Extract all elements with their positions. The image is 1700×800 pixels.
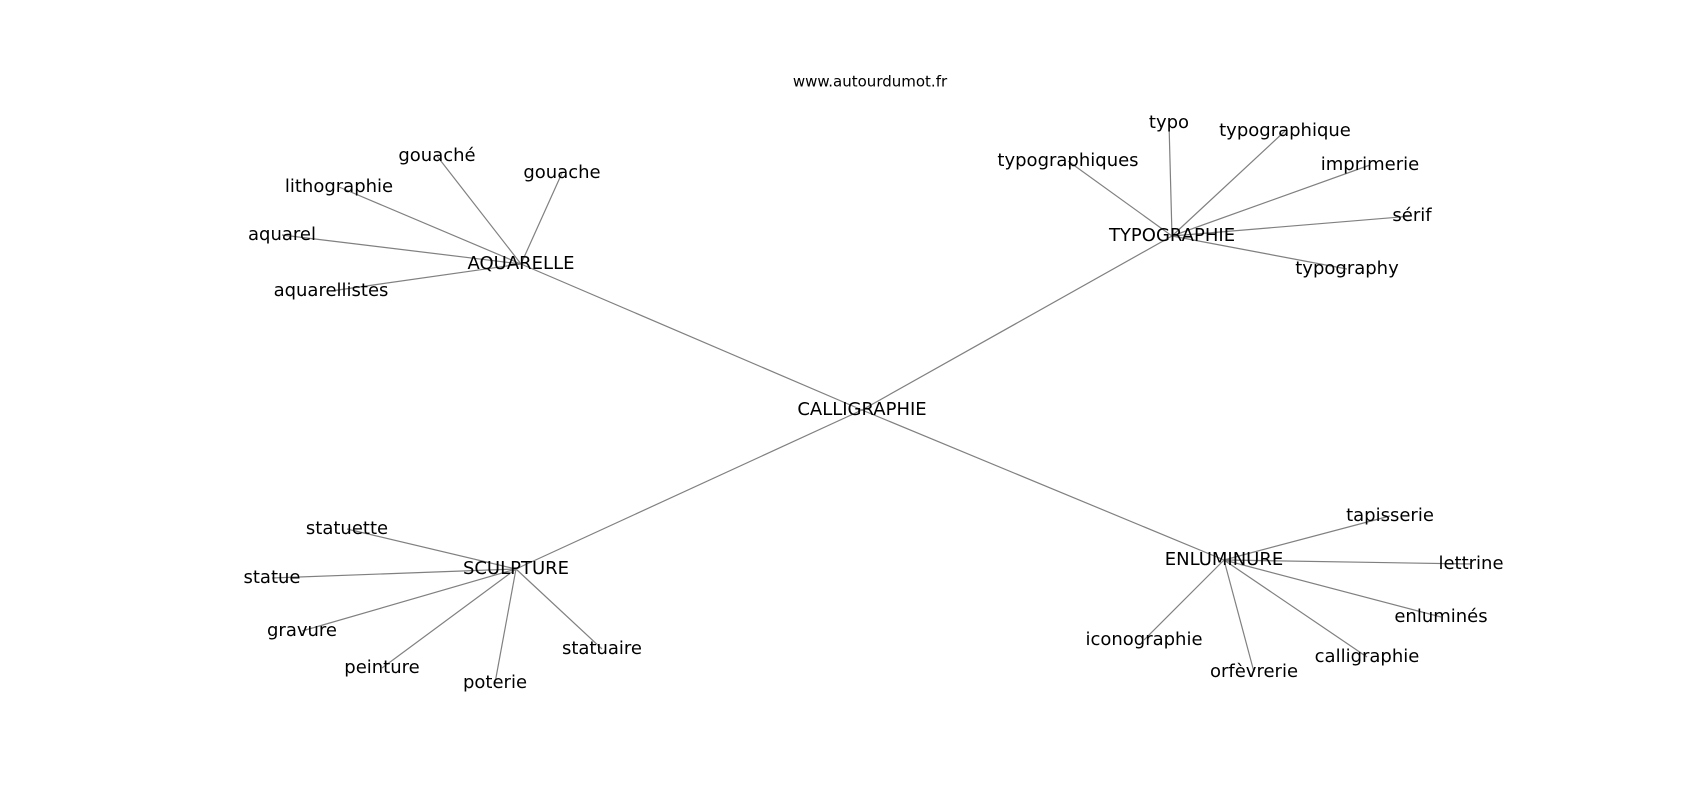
word-aquarellistes: aquarellistes: [274, 280, 389, 301]
word-typography: typography: [1295, 258, 1399, 279]
edge-enluminure-1: [1223, 559, 1472, 565]
edge-enluminure-5: [1143, 559, 1225, 641]
word-gravure: gravure: [267, 620, 337, 641]
word-gouache: gouache: [523, 162, 600, 183]
edge-enluminure-3: [1223, 559, 1368, 658]
word-lettrine: lettrine: [1438, 553, 1503, 574]
edge-sculpture-4: [494, 568, 517, 684]
word-iconographie: iconographie: [1085, 629, 1202, 650]
edge-center-enluminure: [861, 409, 1225, 561]
word-typographique: typographique: [1219, 120, 1351, 141]
word-typographiques: typographiques: [997, 150, 1138, 171]
word-calligraphie: calligraphie: [1315, 646, 1420, 667]
edge-typographie-2: [1067, 160, 1173, 237]
hub-enluminure: ENLUMINURE: [1165, 549, 1284, 570]
edge-sculpture-5: [515, 568, 603, 650]
word-statuette: statuette: [306, 518, 388, 539]
edge-sculpture-2: [301, 568, 517, 632]
word-enlumines: enluminés: [1394, 606, 1487, 627]
center-node-calligraphie: CALLIGRAPHIE: [797, 399, 926, 420]
word-statue: statue: [243, 567, 300, 588]
word-imprimerie: imprimerie: [1321, 154, 1419, 175]
word-lithographie: lithographie: [285, 176, 393, 197]
edge-typographie-3: [1171, 164, 1371, 237]
word-gouache-accent: gouaché: [398, 145, 475, 166]
word-typo: typo: [1149, 112, 1189, 133]
hub-sculpture: SCULPTURE: [463, 558, 569, 579]
edge-sculpture-1: [271, 568, 517, 579]
hub-aquarelle: AQUARELLE: [468, 253, 575, 274]
edge-enluminure-4: [1223, 559, 1255, 673]
edge-typographie-1: [1171, 130, 1286, 237]
edge-sculpture-0: [346, 528, 517, 570]
edge-enluminure-2: [1223, 559, 1442, 618]
edge-aquarelle-3: [281, 234, 522, 265]
hub-typographie: TYPOGRAPHIE: [1108, 225, 1235, 246]
edge-typographie-5: [1171, 235, 1348, 270]
edge-layer: [271, 122, 1472, 684]
edge-typographie-4: [1171, 215, 1413, 237]
source-url: www.autourdumot.fr: [793, 73, 948, 91]
edge-center-typographie: [861, 235, 1173, 411]
word-poterie: poterie: [463, 672, 527, 693]
word-tapisserie: tapisserie: [1346, 505, 1434, 526]
edge-center-aquarelle: [520, 263, 863, 411]
edge-aquarelle-2: [338, 186, 522, 265]
word-statuaire: statuaire: [562, 638, 642, 659]
edge-sculpture-3: [381, 568, 517, 669]
edge-typographie-0: [1168, 122, 1173, 237]
word-peinture: peinture: [344, 657, 419, 678]
word-orfevrerie: orfèvrerie: [1210, 661, 1298, 682]
edge-enluminure-0: [1223, 515, 1391, 561]
word-aquarel: aquarel: [248, 224, 316, 245]
edge-aquarelle-0: [436, 155, 522, 265]
edge-aquarelle-4: [330, 263, 522, 292]
word-serif: sérif: [1392, 205, 1432, 226]
edge-aquarelle-1: [520, 172, 563, 265]
edge-center-sculpture: [515, 409, 863, 570]
